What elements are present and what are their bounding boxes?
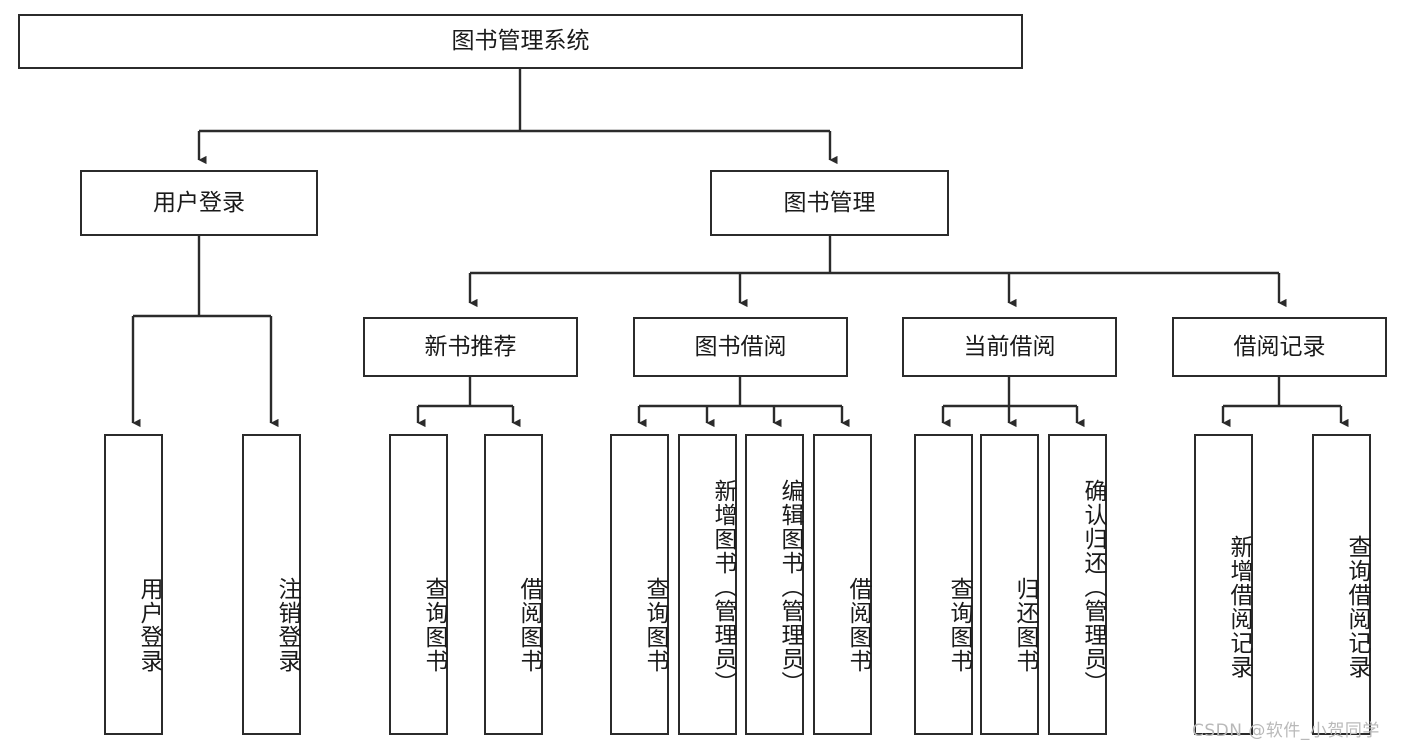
node-book-management-label: 图书管理 [783, 189, 876, 216]
leaf-query-book-borrow-label: 查询图书 [642, 576, 668, 673]
node-current-borrow[interactable]: 当前借阅 [902, 317, 1117, 377]
leaf-add-book-admin[interactable]: 新增图书（管理员） [678, 434, 737, 735]
node-root-label: 图书管理系统 [451, 28, 590, 55]
leaf-query-borrow-record-label: 查询借阅记录 [1344, 534, 1370, 679]
leaf-query-book-borrow[interactable]: 查询图书 [610, 434, 669, 735]
leaf-logout-label: 注销登录 [274, 576, 300, 673]
leaf-user-login-label: 用户登录 [136, 576, 162, 673]
leaf-add-book-admin-label: 新增图书（管理员） [710, 478, 736, 695]
node-new-book-recommend-label: 新书推荐 [424, 333, 517, 360]
csdn-watermark: CSDN @软件_小贺同学 [1192, 721, 1380, 741]
node-borrow-record-label: 借阅记录 [1233, 333, 1326, 360]
leaf-return-book[interactable]: 归还图书 [980, 434, 1039, 735]
leaf-edit-book-admin-label: 编辑图书（管理员） [777, 478, 803, 695]
leaf-confirm-return-admin[interactable]: 确认归还（管理员） [1048, 434, 1107, 735]
node-book-borrow-label: 图书借阅 [694, 333, 787, 360]
node-user-login-label: 用户登录 [153, 189, 245, 216]
leaf-return-book-label: 归还图书 [1012, 576, 1038, 673]
leaf-borrow-book-recommend[interactable]: 借阅图书 [484, 434, 543, 735]
leaf-user-login[interactable]: 用户登录 [104, 434, 163, 735]
leaf-query-book-recommend-label: 查询图书 [421, 576, 447, 673]
leaf-borrow-book-label: 借阅图书 [845, 576, 871, 673]
node-book-borrow[interactable]: 图书借阅 [633, 317, 848, 377]
leaf-query-book-current[interactable]: 查询图书 [914, 434, 973, 735]
node-borrow-record[interactable]: 借阅记录 [1172, 317, 1387, 377]
node-current-borrow-label: 当前借阅 [963, 333, 1056, 360]
leaf-borrow-book[interactable]: 借阅图书 [813, 434, 872, 735]
leaf-add-borrow-record[interactable]: 新增借阅记录 [1194, 434, 1253, 735]
node-user-login[interactable]: 用户登录 [80, 170, 318, 236]
node-new-book-recommend[interactable]: 新书推荐 [363, 317, 578, 377]
leaf-add-borrow-record-label: 新增借阅记录 [1226, 534, 1252, 679]
leaf-query-book-current-label: 查询图书 [946, 576, 972, 673]
leaf-logout[interactable]: 注销登录 [242, 434, 301, 735]
leaf-edit-book-admin[interactable]: 编辑图书（管理员） [745, 434, 804, 735]
leaf-query-borrow-record[interactable]: 查询借阅记录 [1312, 434, 1371, 735]
leaf-borrow-book-recommend-label: 借阅图书 [516, 576, 542, 673]
node-root[interactable]: 图书管理系统 [18, 14, 1023, 69]
node-book-management[interactable]: 图书管理 [710, 170, 949, 236]
leaf-confirm-return-admin-label: 确认归还（管理员） [1080, 478, 1106, 695]
leaf-query-book-recommend[interactable]: 查询图书 [389, 434, 448, 735]
